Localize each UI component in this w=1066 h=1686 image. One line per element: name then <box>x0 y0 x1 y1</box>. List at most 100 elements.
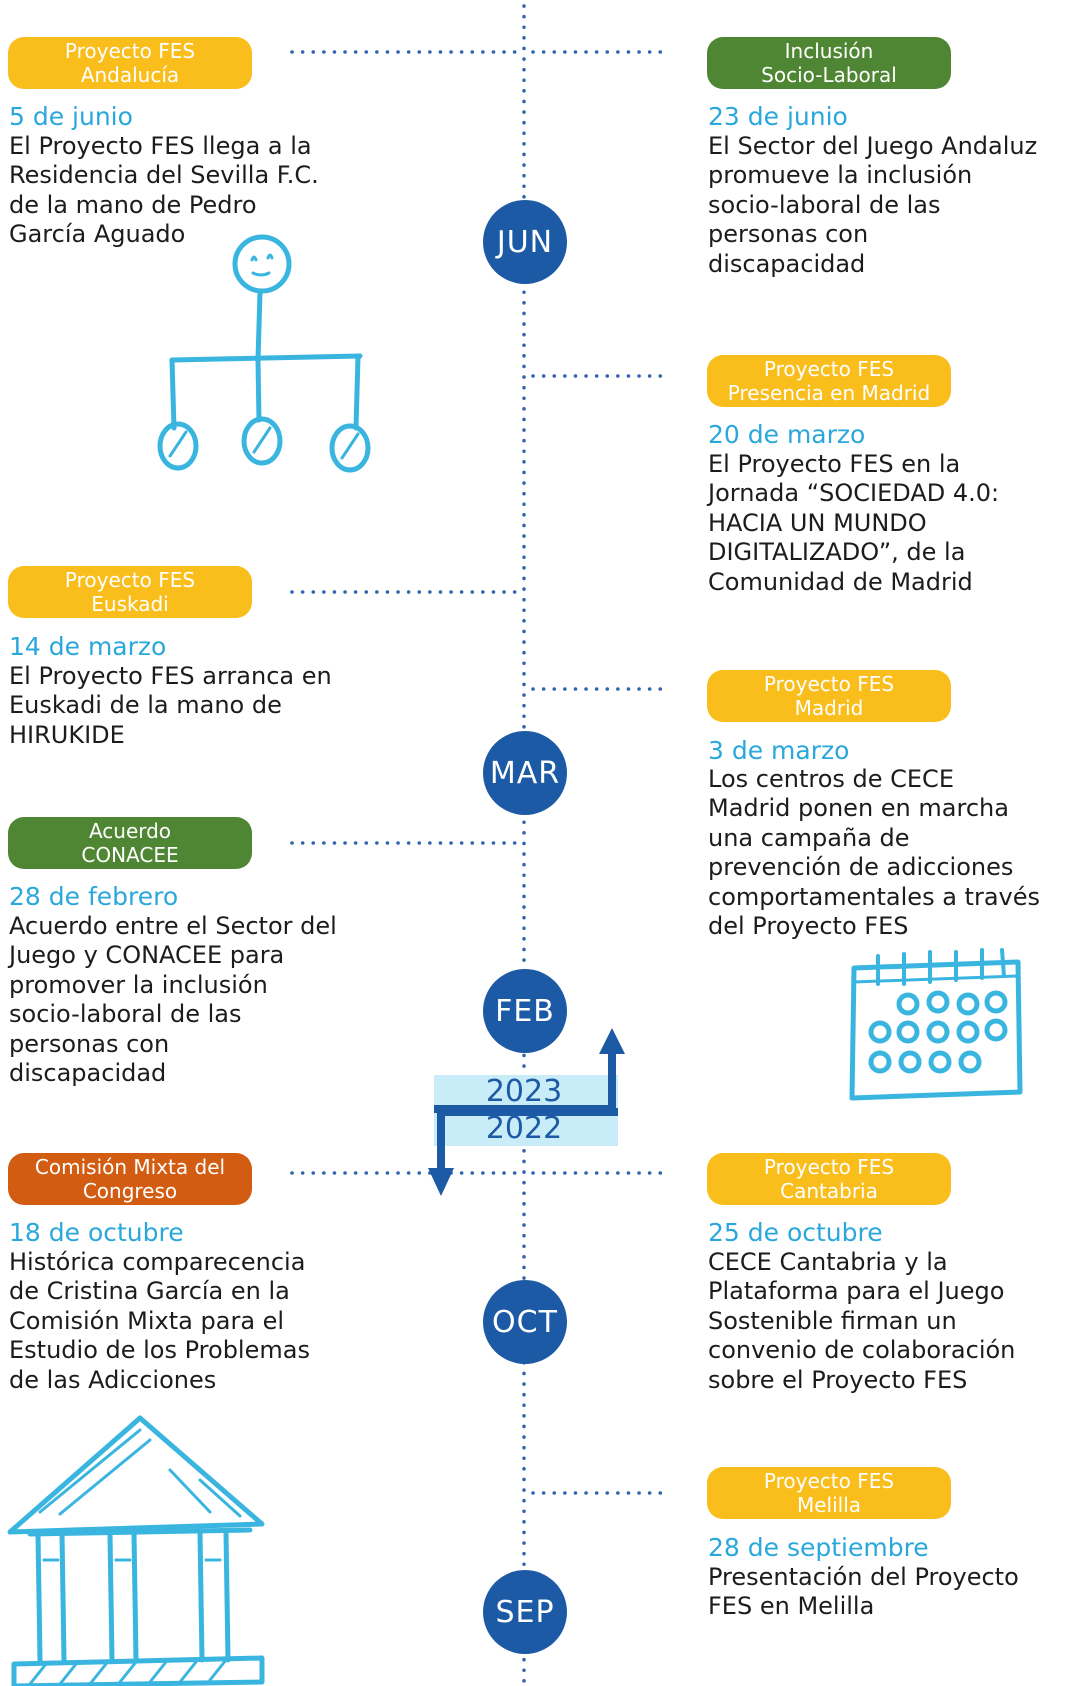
tag-line: Proyecto FES <box>763 1155 895 1179</box>
desc-line: El Proyecto FES en la <box>708 450 961 478</box>
event-date: 20 de marzo <box>708 420 866 449</box>
event-date: 14 de marzo <box>9 632 167 661</box>
desc-line: Madrid ponen en marcha <box>708 794 1009 823</box>
tag-line: Socio-Laboral <box>761 63 897 87</box>
month-bubble-oct: OCT <box>483 1280 567 1364</box>
event-tag-conacee: Acuerdo CONACEE <box>8 817 252 869</box>
month-bubble-mar: MAR <box>483 731 567 815</box>
desc-line: Juego y CONACEE para <box>9 941 285 970</box>
arrow-down-icon <box>437 1108 618 1172</box>
event-tag-inclusion: Inclusión Socio-Laboral <box>707 37 951 89</box>
event-description: Presentación del Proyecto FES en Melilla <box>708 1563 1019 1622</box>
year-band-lower <box>434 1112 618 1146</box>
tag-line: Madrid <box>794 696 864 720</box>
year-band-upper <box>434 1075 618 1109</box>
tag-line: Inclusión <box>784 39 874 63</box>
desc-line: HIRUKIDE <box>9 720 125 749</box>
desc-line: del Proyecto FES <box>708 912 909 941</box>
desc-line: Comisión Mixta para el <box>9 1306 285 1335</box>
year-label-2022: 2022 <box>485 1111 563 1146</box>
event-description: El Proyecto FES en la Jornada “SOCIEDAD … <box>708 450 999 597</box>
event-tag-presencia-madrid: Proyecto FES Presencia en Madrid <box>707 355 951 407</box>
tag-line: Proyecto FES <box>64 568 196 592</box>
event-description: Acuerdo entre el Sector del Juego y CONA… <box>9 912 337 1088</box>
tag-line: Melilla <box>796 1493 862 1517</box>
desc-line: comportamentales a través <box>708 882 1040 911</box>
org-chart-sketch-icon <box>157 234 371 473</box>
event-tag-madrid: Proyecto FES Madrid <box>707 670 951 722</box>
tag-line: Proyecto FES <box>763 1469 895 1493</box>
tag-line: Proyecto FES <box>763 357 895 381</box>
desc-line: sobre el Proyecto FES <box>708 1365 968 1394</box>
event-tag-congreso: Comisión Mixta del Congreso <box>8 1153 252 1205</box>
tag-line: Andalucía <box>80 63 180 87</box>
congress-building-sketch-icon <box>7 1415 265 1686</box>
desc-line: FES en Melilla <box>708 1592 875 1621</box>
desc-line: personas con <box>9 1029 170 1058</box>
event-date: 18 de octubre <box>9 1218 184 1247</box>
tag-line: Proyecto FES <box>763 672 895 696</box>
desc-line: Histórica comparecencia <box>9 1248 306 1276</box>
desc-line: Acuerdo entre el Sector del <box>9 912 337 940</box>
desc-line: prevención de adicciones <box>708 853 1014 882</box>
event-tag-euskadi: Proyecto FES Euskadi <box>8 566 252 618</box>
desc-line: Estudio de los Problemas <box>9 1336 310 1365</box>
tag-line: Congreso <box>82 1179 178 1203</box>
desc-line: El Proyecto FES llega a la <box>9 132 312 160</box>
desc-line: promueve la inclusión <box>708 161 973 190</box>
event-date: 28 de septiembre <box>708 1533 929 1562</box>
desc-line: El Sector del Juego Andaluz <box>708 132 1038 160</box>
desc-line: personas con <box>708 220 869 249</box>
event-date: 25 de octubre <box>708 1218 883 1247</box>
desc-line: DIGITALIZADO”, de la <box>708 538 966 567</box>
event-date: 23 de junio <box>708 102 848 131</box>
month-bubble-jun: JUN <box>483 200 567 284</box>
event-tag-andalucia: Proyecto FES Andalucía <box>8 37 252 89</box>
event-description: Los centros de CECE Madrid ponen en marc… <box>708 765 1040 941</box>
desc-line: Residencia del Sevilla F.C. <box>9 161 319 190</box>
calendar-sketch-icon <box>849 948 1023 1101</box>
desc-line: Sostenible firman un <box>708 1306 957 1335</box>
event-date: 5 de junio <box>9 102 133 131</box>
desc-line: convenio de colaboración <box>708 1336 1016 1365</box>
tag-line: Acuerdo <box>88 819 172 843</box>
event-date: 28 de febrero <box>9 882 179 911</box>
desc-line: CECE Cantabria y la <box>708 1248 948 1276</box>
desc-line: de la mano de Pedro <box>9 190 257 219</box>
desc-line: promover la inclusión <box>9 970 268 999</box>
desc-line: de las Adicciones <box>9 1365 217 1394</box>
desc-line: discapacidad <box>9 1059 167 1088</box>
event-description: CECE Cantabria y la Plataforma para el J… <box>708 1248 1015 1395</box>
desc-line: Euskadi de la mano de <box>9 691 282 720</box>
month-bubble-feb: FEB <box>483 969 567 1053</box>
desc-line: Jornada “SOCIEDAD 4.0: <box>708 479 1000 508</box>
tag-line: Cantabria <box>780 1179 878 1203</box>
tag-line: Comisión Mixta del <box>34 1155 226 1179</box>
desc-line: El Proyecto FES arranca en <box>9 662 332 690</box>
desc-line: HACIA UN MUNDO <box>708 508 927 537</box>
desc-line: socio-laboral de las <box>9 1000 242 1029</box>
desc-line: Los centros de CECE <box>708 765 954 793</box>
event-tag-melilla: Proyecto FES Melilla <box>707 1467 951 1519</box>
tag-line: Proyecto FES <box>64 39 196 63</box>
desc-line: Presentación del Proyecto <box>708 1563 1019 1591</box>
event-description: El Proyecto FES llega a la Residencia de… <box>9 132 319 250</box>
desc-line: García Aguado <box>9 220 186 249</box>
tag-line: CONACEE <box>81 843 179 867</box>
desc-line: socio-laboral de las <box>708 190 941 219</box>
tag-line: Euskadi <box>91 592 169 616</box>
year-label-2023: 2023 <box>485 1074 563 1109</box>
event-tag-cantabria: Proyecto FES Cantabria <box>707 1153 951 1205</box>
event-description: El Sector del Juego Andaluz promueve la … <box>708 132 1037 279</box>
month-bubble-sep: SEP <box>483 1570 567 1654</box>
event-description: Histórica comparecencia de Cristina Garc… <box>9 1248 310 1395</box>
tag-line: Presencia en Madrid <box>727 381 931 405</box>
desc-line: Comunidad de Madrid <box>708 567 973 596</box>
desc-line: una campaña de <box>708 823 910 852</box>
event-description: El Proyecto FES arranca en Euskadi de la… <box>9 662 332 750</box>
event-date: 3 de marzo <box>708 736 850 765</box>
desc-line: discapacidad <box>708 249 866 278</box>
desc-line: de Cristina García en la <box>9 1277 290 1306</box>
desc-line: Plataforma para el Juego <box>708 1277 1005 1306</box>
